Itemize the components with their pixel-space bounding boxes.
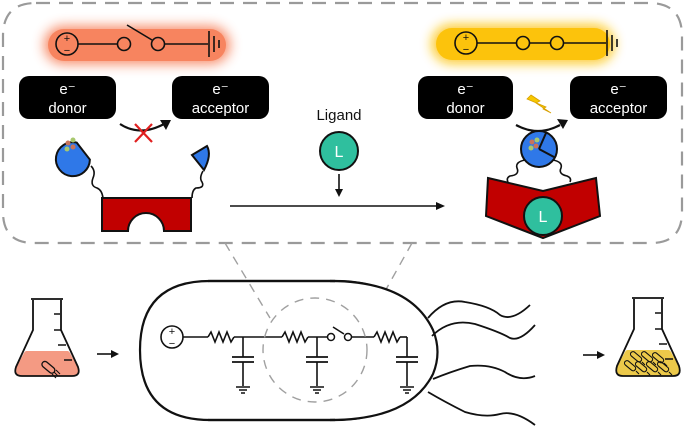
svg-text:e⁻: e⁻ <box>212 81 228 98</box>
linker-right <box>552 159 572 183</box>
flagellum <box>427 300 531 319</box>
blocked-cross-icon <box>134 123 153 143</box>
bacterium-icon <box>41 360 61 379</box>
bound-ligand-icon: L <box>523 196 563 236</box>
off-acceptor-box: e⁻ acceptor <box>172 76 269 119</box>
on-acceptor-box: e⁻ acceptor <box>570 76 667 119</box>
ground-icon <box>208 31 220 57</box>
zoom-panel-outline <box>1 1 684 245</box>
reconstituted-enzyme <box>520 130 558 168</box>
flagellum <box>427 391 536 426</box>
on-circuit: + − <box>432 25 618 63</box>
svg-text:e⁻: e⁻ <box>610 81 626 98</box>
linker-left <box>506 159 526 183</box>
zoom-connector-left <box>224 242 271 319</box>
svg-text:L: L <box>335 144 344 161</box>
ground-icon <box>236 386 250 394</box>
blocked-transfer-arrow <box>119 123 165 132</box>
switch-terminal-icon <box>116 36 132 52</box>
capacitor-icon <box>232 337 254 386</box>
resistor-icon <box>281 329 309 345</box>
bacteria-cluster-icon <box>623 351 673 376</box>
flask-grown-culture <box>615 297 681 377</box>
svg-text:acceptor: acceptor <box>192 100 250 117</box>
svg-text:−: − <box>64 45 70 57</box>
open-switch-icon <box>126 24 153 41</box>
ligand-icon: L <box>319 131 359 171</box>
linker-left <box>90 165 104 199</box>
svg-text:+: + <box>463 32 469 44</box>
cell-circuit: + − <box>160 325 418 394</box>
svg-text:acceptor: acceptor <box>590 100 648 117</box>
svg-text:L: L <box>539 209 548 226</box>
ground-icon <box>310 386 324 394</box>
svg-text:+: + <box>169 326 175 338</box>
ground-icon <box>606 30 618 56</box>
resistor-icon <box>207 329 235 345</box>
split-enzyme-fragment-left <box>54 137 91 178</box>
flask-initial-culture <box>14 298 80 379</box>
ground-icon <box>400 386 414 394</box>
flagellum <box>432 364 536 380</box>
svg-text:−: − <box>169 338 175 350</box>
zoom-region-circle <box>262 297 368 403</box>
off-donor-box: e⁻ donor <box>19 76 116 119</box>
split-enzyme-fragment-right <box>190 144 210 172</box>
svg-text:−: − <box>463 44 469 56</box>
svg-text:donor: donor <box>446 100 484 117</box>
voltage-source-icon: + − <box>160 325 184 350</box>
off-circuit: + − <box>44 24 230 64</box>
capacitor-icon <box>396 337 418 386</box>
svg-text:donor: donor <box>48 100 86 117</box>
linker-right <box>191 170 204 199</box>
cell-outline-right <box>329 279 439 422</box>
svg-text:+: + <box>64 33 70 45</box>
ligand-label: Ligand <box>316 107 361 124</box>
svg-text:e⁻: e⁻ <box>457 81 473 98</box>
open-switch-icon <box>326 332 336 342</box>
resistor-icon <box>373 329 401 345</box>
flagellum <box>431 321 536 340</box>
on-donor-box: e⁻ donor <box>418 76 513 119</box>
receptor-unbound <box>101 197 192 232</box>
lightning-bolt-icon <box>526 94 552 114</box>
svg-text:e⁻: e⁻ <box>59 81 75 98</box>
capacitor-icon <box>306 337 328 386</box>
